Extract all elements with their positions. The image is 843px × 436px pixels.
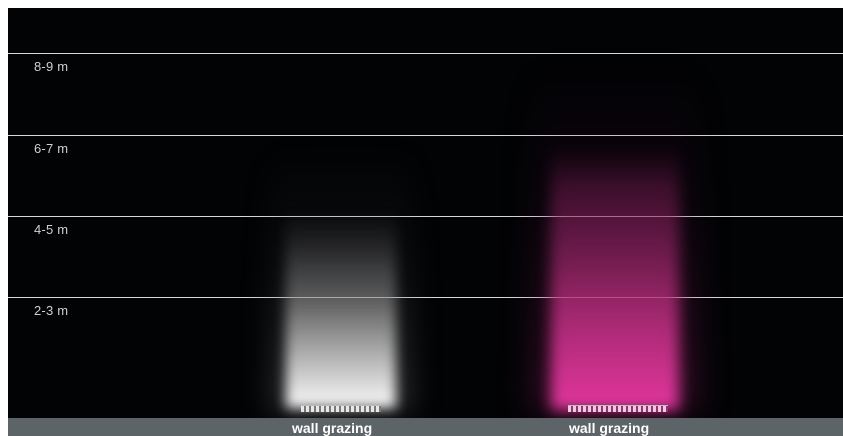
- height-line-6-7: [8, 135, 843, 136]
- height-line-2-3: [8, 297, 843, 298]
- height-line-8-9: [8, 53, 843, 54]
- height-label-6-7: 6-7 m: [34, 141, 69, 156]
- height-line-4-5: [8, 216, 843, 217]
- height-label-4-5: 4-5 m: [34, 222, 69, 237]
- pink-led-fixture: [568, 405, 668, 412]
- white-led-fixture: [301, 405, 381, 412]
- height-label-2-3: 2-3 m: [34, 303, 69, 318]
- caption-white-wall-grazing: wall grazing: [292, 420, 373, 436]
- pink-light-beam: [551, 148, 679, 410]
- height-label-8-9: 8-9 m: [34, 59, 69, 74]
- floor-strip: [8, 418, 843, 436]
- white-light-beam: [286, 213, 396, 408]
- lighting-demo-panel: 8-9 m 6-7 m 4-5 m 2-3 m wall grazing wal…: [8, 8, 843, 436]
- caption-pink-wall-grazing: wall grazing: [569, 420, 650, 436]
